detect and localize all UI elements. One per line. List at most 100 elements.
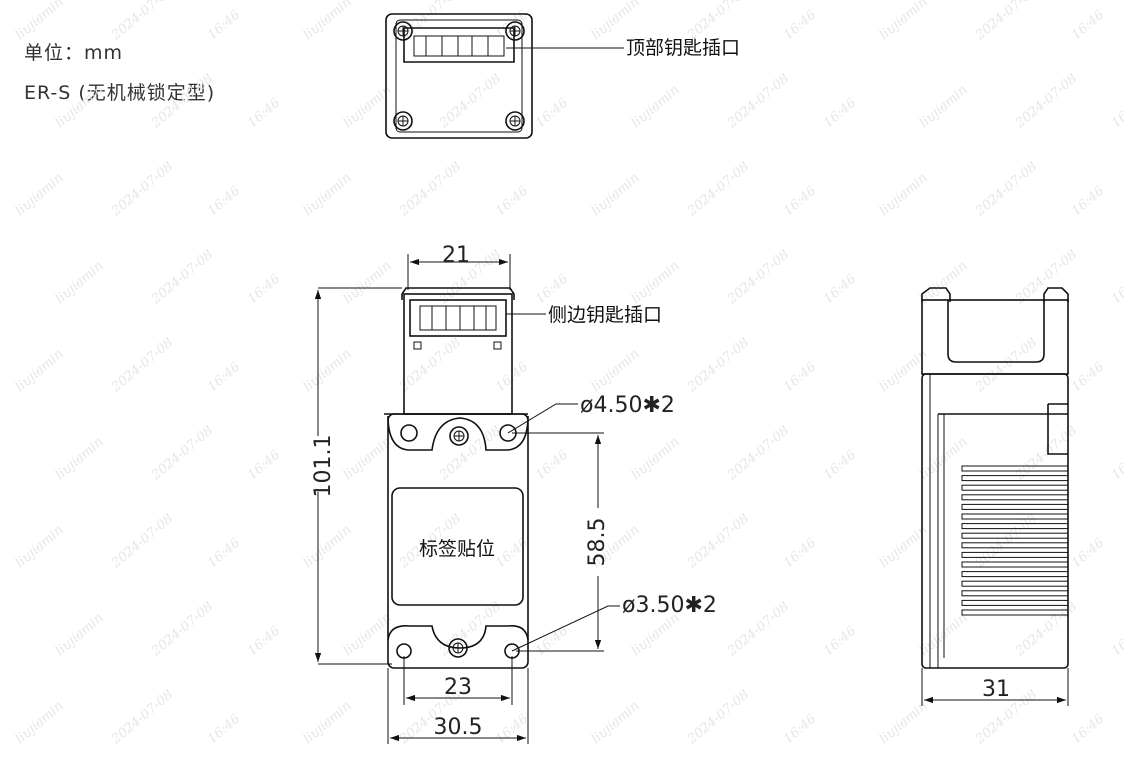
- slot-width-dimension: 21: [442, 243, 470, 268]
- watermark-text: 16:46: [205, 183, 243, 219]
- watermark-text: 2024-07-08: [1012, 247, 1080, 307]
- screw-icon: [449, 426, 469, 446]
- watermark-text: liujiamin: [301, 347, 355, 395]
- watermark-text: liujiamin: [629, 259, 683, 307]
- watermark-text: 2024-07-08: [724, 247, 792, 307]
- watermark-text: 16:46: [781, 535, 819, 571]
- side-view: [921, 287, 1069, 706]
- vent-rib: [961, 475, 1069, 482]
- watermark-text: liujiamin: [13, 347, 67, 395]
- watermark-text: 2024-07-08: [148, 247, 216, 307]
- lower-hole-callout: ø3.50✱2: [622, 593, 717, 618]
- vent-rib: [961, 571, 1069, 578]
- vent-rib: [961, 551, 1069, 558]
- watermark-text: 2024-07-08: [724, 423, 792, 483]
- watermark-text: 16:46: [205, 7, 243, 43]
- vent-rib: [961, 542, 1069, 549]
- watermark-text: liujiamin: [53, 259, 107, 307]
- watermark-text: 2024-07-08: [108, 0, 176, 44]
- watermark-text: 2024-07-08: [396, 335, 464, 395]
- model-label: ER-S (无机械锁定型): [24, 82, 216, 104]
- side-key-slot: [409, 299, 507, 337]
- watermark-text: liujiamin: [53, 611, 107, 659]
- watermark-text: 16:46: [533, 447, 571, 483]
- watermark-text: 16:46: [245, 271, 283, 307]
- bottom-hole-spacing-dimension: 23: [444, 675, 472, 700]
- watermark-text: liujiamin: [301, 171, 355, 219]
- watermark-text: 16:46: [781, 183, 819, 219]
- watermark-text: 16:46: [821, 447, 859, 483]
- watermark-text: liujiamin: [53, 83, 107, 131]
- side-head-outline: [921, 299, 1069, 375]
- watermark-text: 2024-07-08: [436, 71, 504, 131]
- watermark-text: 16:46: [821, 271, 859, 307]
- watermark-text: 16:46: [493, 711, 531, 747]
- watermark-text: 2024-07-08: [972, 335, 1040, 395]
- total-height-dimension: 101.1: [311, 435, 336, 498]
- screw-icon: [393, 111, 413, 131]
- watermark-text: 2024-07-08: [972, 0, 1040, 44]
- watermark-text: liujiamin: [53, 435, 107, 483]
- watermark-text: liujiamin: [13, 0, 67, 43]
- watermark-text: 16:46: [1069, 359, 1107, 395]
- watermark-text: 2024-07-08: [972, 511, 1040, 571]
- watermark-text: 16:46: [1109, 271, 1124, 307]
- watermark-text: 2024-07-08: [148, 423, 216, 483]
- label-area: [391, 487, 524, 606]
- unit-value: mm: [84, 42, 124, 64]
- watermark-text: liujiamin: [13, 171, 67, 219]
- unit-line: 单位：mm: [24, 38, 123, 65]
- watermark-text: 16:46: [245, 95, 283, 131]
- watermark-text: 16:46: [533, 95, 571, 131]
- watermark-text: 16:46: [493, 535, 531, 571]
- vent-rib: [961, 561, 1069, 568]
- top-key-slot-callout: 顶部钥匙插口: [626, 37, 740, 59]
- watermark-text: 16:46: [493, 183, 531, 219]
- side-key-slot-callout: 侧边钥匙插口: [548, 304, 662, 326]
- watermark-text: liujiamin: [301, 523, 355, 571]
- watermark-text: 2024-07-08: [148, 71, 216, 131]
- watermark-text: 16:46: [1109, 623, 1124, 659]
- watermark-text: 2024-07-08: [1012, 599, 1080, 659]
- watermark-text: 16:46: [781, 711, 819, 747]
- watermark-text: 2024-07-08: [108, 159, 176, 219]
- watermark-text: liujiamin: [629, 435, 683, 483]
- watermark-text: liujiamin: [917, 83, 971, 131]
- vent-rib: [961, 484, 1069, 491]
- watermark-text: liujiamin: [13, 699, 67, 747]
- vent-rib: [961, 580, 1069, 587]
- front-view: [314, 254, 620, 744]
- watermark-text: liujiamin: [301, 699, 355, 747]
- watermark-text: liujiamin: [877, 699, 931, 747]
- watermark-text: 16:46: [493, 7, 531, 43]
- watermark-text: liujiamin: [589, 171, 643, 219]
- watermark-text: 2024-07-08: [436, 599, 504, 659]
- unit-label: 单位：: [24, 42, 85, 64]
- watermark-text: 2024-07-08: [1012, 71, 1080, 131]
- watermark-text: 2024-07-08: [148, 599, 216, 659]
- watermark-text: 16:46: [821, 95, 859, 131]
- watermark-text: 2024-07-08: [108, 687, 176, 747]
- watermark-text: liujiamin: [341, 259, 395, 307]
- mounting-hole-upper: [400, 424, 418, 442]
- top-key-slot: [403, 27, 515, 63]
- watermark-text: 16:46: [245, 623, 283, 659]
- watermark-text: 2024-07-08: [724, 71, 792, 131]
- label-area-text: 标签贴位: [419, 538, 495, 560]
- watermark-text: 16:46: [533, 623, 571, 659]
- vent-rib: [961, 609, 1069, 616]
- total-width-dimension: 30.5: [434, 715, 483, 740]
- side-body-outline: [921, 373, 1069, 669]
- watermark-text: liujiamin: [341, 611, 395, 659]
- watermark-text: liujiamin: [877, 0, 931, 43]
- watermark-text: 16:46: [1069, 183, 1107, 219]
- watermark-text: 16:46: [205, 359, 243, 395]
- watermark-text: 2024-07-08: [396, 159, 464, 219]
- screw-icon: [505, 111, 525, 131]
- upper-hole-callout: ø4.50✱2: [580, 393, 675, 418]
- vent-rib: [961, 513, 1069, 520]
- watermark-text: 2024-07-08: [108, 511, 176, 571]
- watermark-text: liujiamin: [341, 435, 395, 483]
- watermark-text: 16:46: [205, 711, 243, 747]
